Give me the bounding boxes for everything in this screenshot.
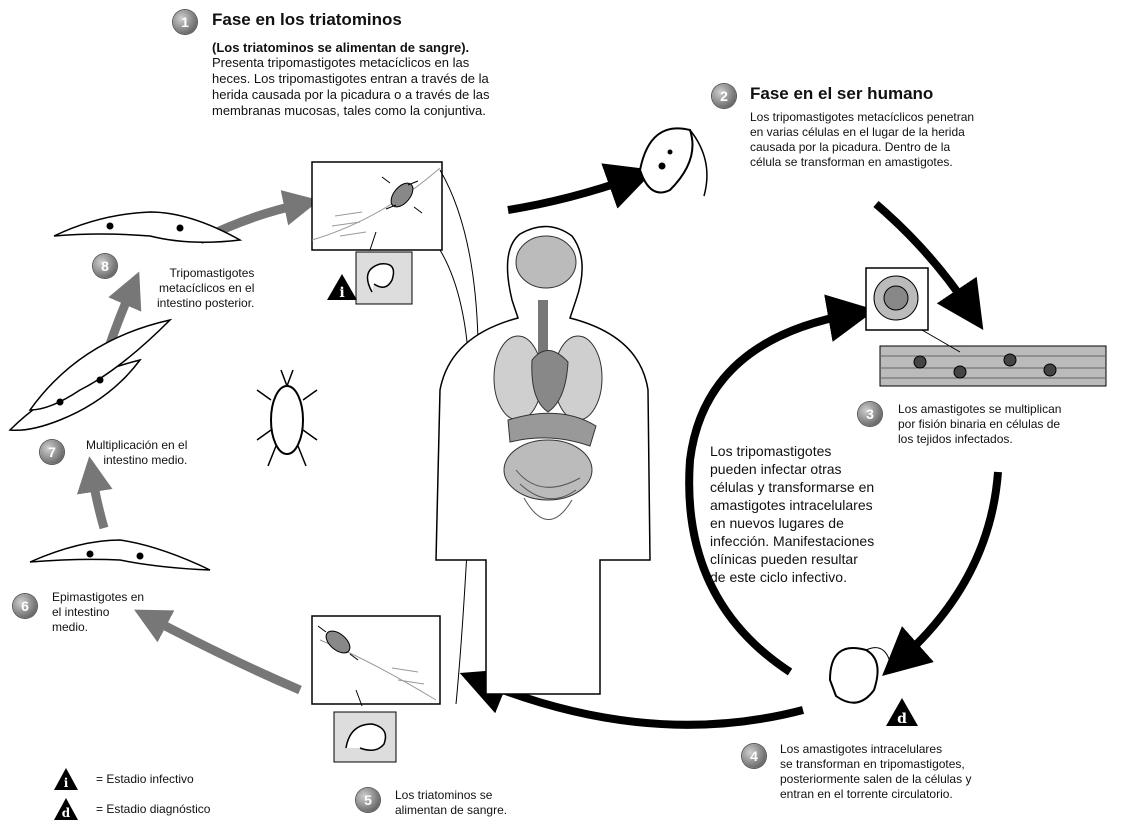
center-line-7: clínicas pueden resultar xyxy=(710,550,874,568)
step-5-line-1: Los triatominos se xyxy=(395,788,507,803)
human-body-illustration xyxy=(436,226,650,694)
step-4-line-4: entran en el torrente circulatorio. xyxy=(780,787,971,802)
step-1-line-4: membranas mucosas, tales como la conjunt… xyxy=(212,103,490,119)
step-5-line-2: alimentan de sangre. xyxy=(395,803,507,818)
step-2-line-2: en varias células en el lugar de la heri… xyxy=(750,125,974,140)
triatomine-bug-icon xyxy=(257,370,317,466)
step-3-line-2: por fisión binaria en células de xyxy=(898,417,1061,432)
infected-muscle-cells xyxy=(866,268,1106,386)
metacyclic-trypomastigote-top-right xyxy=(640,128,707,196)
step-1-badge: 1 xyxy=(173,10,197,34)
step-8-badge: 8 xyxy=(93,254,117,278)
step-2-text: Fase en el ser humano Los tripomastigote… xyxy=(750,84,974,170)
center-line-6: infección. Manifestaciones xyxy=(710,532,874,550)
step-5-text: Los triatominos se alimentan de sangre. xyxy=(395,788,507,818)
step-4-text: Los amastigotes intracelulares se transf… xyxy=(780,742,971,802)
step-4-line-3: posteriormente salen de la células y xyxy=(780,772,971,787)
center-line-5: en nuevos lugares de xyxy=(710,514,874,532)
step-3-text: Los amastigotes se multiplican por fisió… xyxy=(898,402,1061,447)
step-8-line-1: Tripomastigotes xyxy=(157,266,254,281)
step-6-line-1: Epimastigotes en xyxy=(52,590,144,605)
step-7-text: Multiplicación en el intestino medio. xyxy=(86,438,187,468)
step-7-badge: 7 xyxy=(40,440,64,464)
step-4-line-2: se transforman en tripomastigotes, xyxy=(780,757,971,772)
step-6-line-3: medio. xyxy=(52,620,144,635)
legend-diagnostic-icon: d xyxy=(54,798,78,820)
legend-infective-label: = Estadio infectivo xyxy=(96,772,194,787)
legend-infective-icon: i xyxy=(54,768,78,790)
step-1-subtitle: (Los triatominos se alimentan de sangre)… xyxy=(212,40,490,55)
center-line-2: pueden infectar otras xyxy=(710,460,874,478)
arrow-1-to-2 xyxy=(508,178,632,210)
step-6-badge: 6 xyxy=(13,594,37,618)
center-line-4: amastigotes intracelulares xyxy=(710,496,874,514)
diagnostic-stage-marker: d xyxy=(886,698,918,727)
step-3-badge: 3 xyxy=(858,402,882,426)
center-line-3: células y transformarse en xyxy=(710,478,874,496)
step-4-line-1: Los amastigotes intracelulares xyxy=(780,742,971,757)
svg-text:d: d xyxy=(897,711,907,727)
step-2-badge: 2 xyxy=(712,84,736,108)
step-3-line-1: Los amastigotes se multiplican xyxy=(898,402,1061,417)
trypomastigote-bloodstream xyxy=(830,648,892,703)
step-8-line-2: metacíclicos en el xyxy=(157,281,254,296)
step-1-text: Fase en los triatominos (Los triatominos… xyxy=(212,10,490,119)
step-6-text: Epimastigotes en el intestino medio. xyxy=(52,590,144,635)
step-2-line-4: célula se transforman en amastigotes. xyxy=(750,155,974,170)
arrow-5-to-6 xyxy=(150,618,300,690)
center-line-1: Los tripomastigotes xyxy=(710,442,874,460)
step-1-line-3: herida causada por la picadura o a travé… xyxy=(212,87,490,103)
triatomine-feeding-box-bottom xyxy=(312,616,440,762)
step-1-title: Fase en los triatominos xyxy=(212,10,490,30)
svg-text:i: i xyxy=(339,285,344,301)
step-8-text: Tripomastigotes metacíclicos en el intes… xyxy=(157,266,254,311)
triatomine-feeding-box-top xyxy=(312,162,442,304)
step-8-line-3: intestino posterior. xyxy=(157,296,254,311)
trypomastigotes-hindgut xyxy=(54,212,240,242)
epimastigotes-multiplication xyxy=(10,320,170,430)
step-1-line-1: Presenta tripomastigotes metacíclicos en… xyxy=(212,55,490,71)
epimastigote-midgut xyxy=(30,540,210,570)
svg-text:d: d xyxy=(62,806,71,820)
arrow-3-to-4 xyxy=(900,472,998,660)
step-2-title: Fase en el ser humano xyxy=(750,84,974,104)
arrow-6-to-7 xyxy=(92,474,104,528)
infective-stage-marker: i xyxy=(327,274,357,301)
svg-text:i: i xyxy=(64,776,69,790)
step-2-line-1: Los tripomastigotes metacíclicos penetra… xyxy=(750,110,974,125)
center-line-8: de este ciclo infectivo. xyxy=(710,568,874,586)
step-6-line-2: el intestino xyxy=(52,605,144,620)
step-7-line-2: intestino medio. xyxy=(86,453,187,468)
step-1-line-2: heces. Los tripomastigotes entran a trav… xyxy=(212,71,490,87)
step-3-line-3: los tejidos infectados. xyxy=(898,432,1061,447)
legend-diagnostic-label: = Estadio diagnóstico xyxy=(96,802,210,817)
step-5-badge: 5 xyxy=(356,788,380,812)
reinfection-cycle-text: Los tripomastigotes pueden infectar otra… xyxy=(710,442,874,586)
step-7-line-1: Multiplicación en el xyxy=(86,438,187,453)
step-4-badge: 4 xyxy=(742,744,766,768)
step-2-line-3: causada por la picadura. Dentro de la xyxy=(750,140,974,155)
